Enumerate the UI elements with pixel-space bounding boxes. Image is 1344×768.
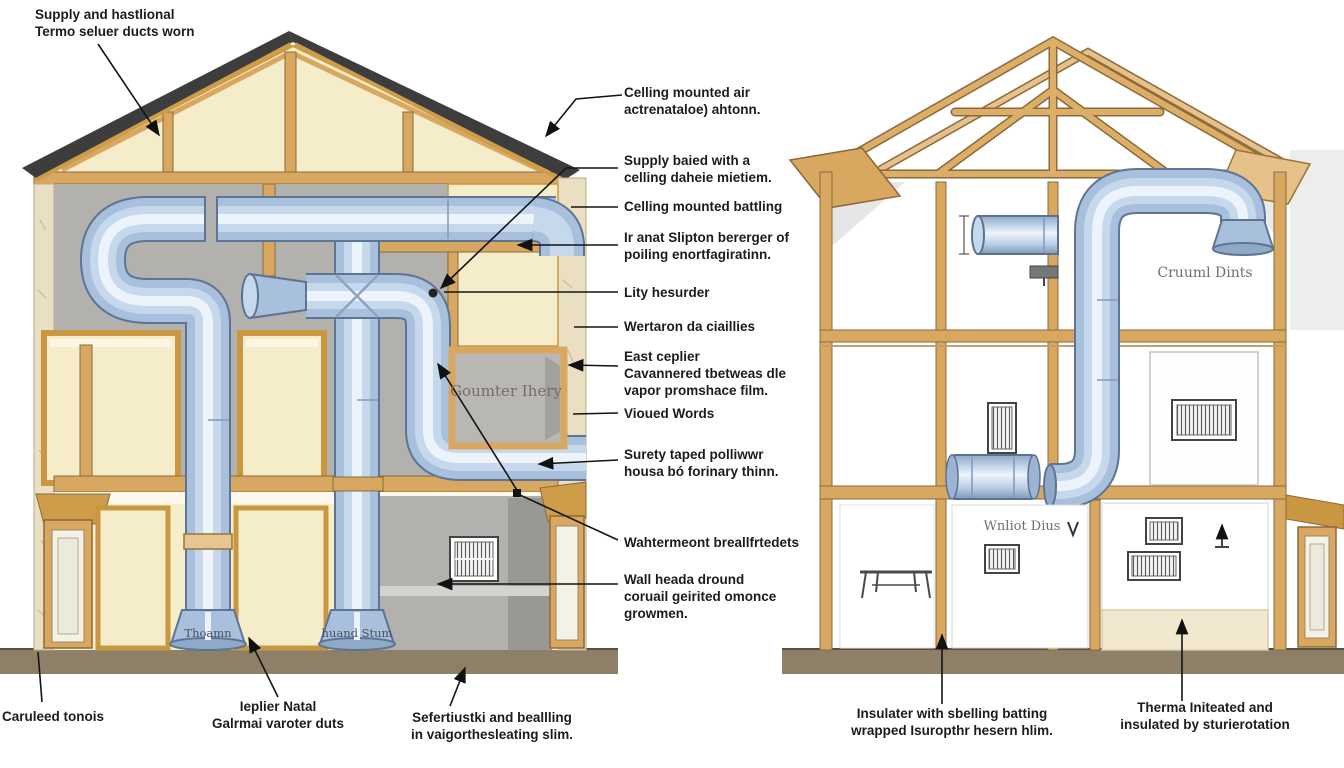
attic-insulation [45,44,559,175]
callout-r7-l3: vapor promshace film. [624,383,768,398]
floor-duct-cylinder [945,454,1041,500]
flare-right-label: huand Stum [322,626,393,640]
callout-b5-l1: Therma Initeated and [1137,700,1273,715]
callout-b4-l2: wrapped Isuropthr hesern hlim. [850,723,1053,738]
duct-cone [241,272,307,320]
flare-left-label: Thoamn [184,626,232,640]
callout-b3-l1: Sefertiustki and beallling [412,710,572,725]
lower-floor [35,481,587,651]
callout-r11-l1: Wall heada dround [624,572,744,587]
callout-r9-l2: housa bó forinary thinn. [624,464,779,479]
left-house-ducts [79,194,586,651]
grille-lower-right-2 [1127,551,1181,581]
callout-b1: Caruleed tonois [2,709,104,724]
up-arrow-symbol [1215,523,1229,548]
callout-r7-l1: East ceplier [624,349,701,364]
table [860,570,932,599]
callout-top-left-line2: Termo seluer ducts worn [35,24,195,39]
callout-lines [37,43,1189,707]
duct-collar [183,533,233,550]
callout-r8-l1: Vioued Words [624,406,714,421]
callout-r7-l2: Cavannered tbetweas dle [624,366,787,381]
plenum-box-label: Goumter Ihery [450,382,562,400]
callout-b4-l1: Insulater with sbelling batting [857,706,1048,721]
callout-r3-l1: Celling mounted battling [624,199,782,214]
right-house [788,35,1344,651]
mount-bracket [1029,265,1059,279]
insulated-band [1101,609,1269,651]
callout-r5-l1: Lity hesurder [624,285,710,300]
wall-frame [819,171,1287,651]
grille-tall [987,402,1017,454]
main-riser-duct [1043,168,1275,509]
grille-lower-right-1 [1145,517,1183,545]
callout-r9-l1: Surety taped polliwwr [624,447,764,462]
callout-r2-l1: Supply baied with a [624,153,751,168]
plenum-box [448,346,568,450]
callout-r2-l2: celling daheie mietiem. [624,170,772,185]
callout-r4-l1: Ir anat Slipton bererger of [624,230,790,245]
duct-branch-lower [306,273,586,481]
mid-floor-panels [41,330,327,486]
right-room-label: Wnliot Dius [984,519,1061,534]
duct-flare-left [169,609,247,651]
callout-b3-l2: in vaigorthesleating slim. [411,727,573,742]
grille-lower-mid [984,544,1020,574]
wall-grille [449,536,499,582]
callout-b2-l1: Ieplier Natal [240,699,317,714]
callout-b5-l2: insulated by sturierotation [1120,717,1290,732]
labels: Supply and hastlional Termo seluer ducts… [2,7,1290,742]
callout-top-left-line1: Supply and hastlional [35,7,175,22]
callout-r11-l2: coruail geirited omonce [624,589,777,604]
left-house [22,31,587,651]
callout-r11-l3: growmen. [624,606,688,621]
duct-flare-right [318,609,396,651]
ground [0,648,1344,674]
check-symbol [1067,521,1079,538]
grille-upper-right [1171,399,1237,441]
callout-b2-l2: Galrmai varoter duts [212,716,344,731]
roof-truss [788,35,1312,209]
attic-duct-segment [959,215,1059,286]
roof [22,31,580,183]
callout-r4-l2: poiling enortfagiratinn. [624,247,771,262]
callout-r6-l1: Wertaron da ciaillies [624,319,755,334]
callout-r1-l2: actrenataloe) ahtonn. [624,102,761,117]
callout-r1-l1: Celling mounted air [624,85,751,100]
duct-main-run [79,196,585,614]
callout-r10-l1: Wahtermeont breallfrtedets [624,535,799,550]
right-attic-label: Cruuml Dints [1157,265,1252,281]
